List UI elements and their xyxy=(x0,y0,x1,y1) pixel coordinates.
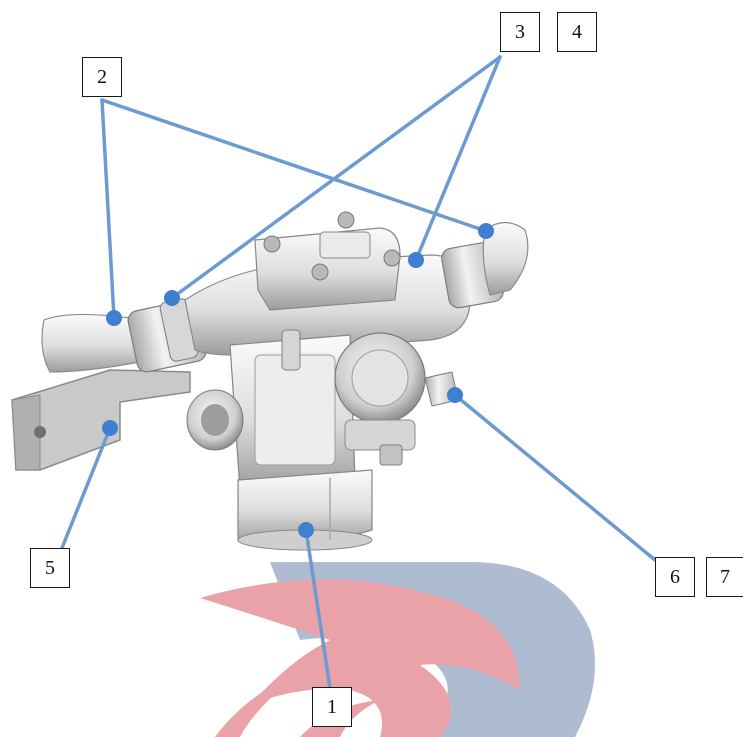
callout-label-6: 6 xyxy=(655,557,695,597)
callout-text-1: 1 xyxy=(327,696,337,719)
marker-dot-2-right xyxy=(478,223,494,239)
callout-label-5: 5 xyxy=(30,548,70,588)
marker-dot-6 xyxy=(447,387,463,403)
air-dryer-valve-assembly xyxy=(12,212,528,550)
leader-line-2b xyxy=(102,100,486,231)
marker-dot-3-right xyxy=(408,252,424,268)
callout-text-2: 2 xyxy=(97,66,107,89)
marker-dot-1 xyxy=(298,522,314,538)
callout-label-3: 3 xyxy=(500,12,540,52)
callout-text-3: 3 xyxy=(515,21,525,44)
leader-line-2a xyxy=(102,100,114,318)
callout-label-1: 1 xyxy=(312,687,352,727)
callout-label-2: 2 xyxy=(82,57,122,97)
callout-text-6: 6 xyxy=(670,566,680,589)
callout-text-4: 4 xyxy=(572,21,582,44)
callout-label-7: 7 xyxy=(706,557,743,597)
eagle-logo-watermark xyxy=(200,562,595,737)
callout-text-5: 5 xyxy=(45,557,55,580)
marker-dot-5 xyxy=(102,420,118,436)
callout-label-4: 4 xyxy=(557,12,597,52)
marker-dot-3-left xyxy=(164,290,180,306)
marker-dot-2-left xyxy=(106,310,122,326)
leader-line-6 xyxy=(455,395,655,560)
callout-text-7: 7 xyxy=(720,566,730,589)
